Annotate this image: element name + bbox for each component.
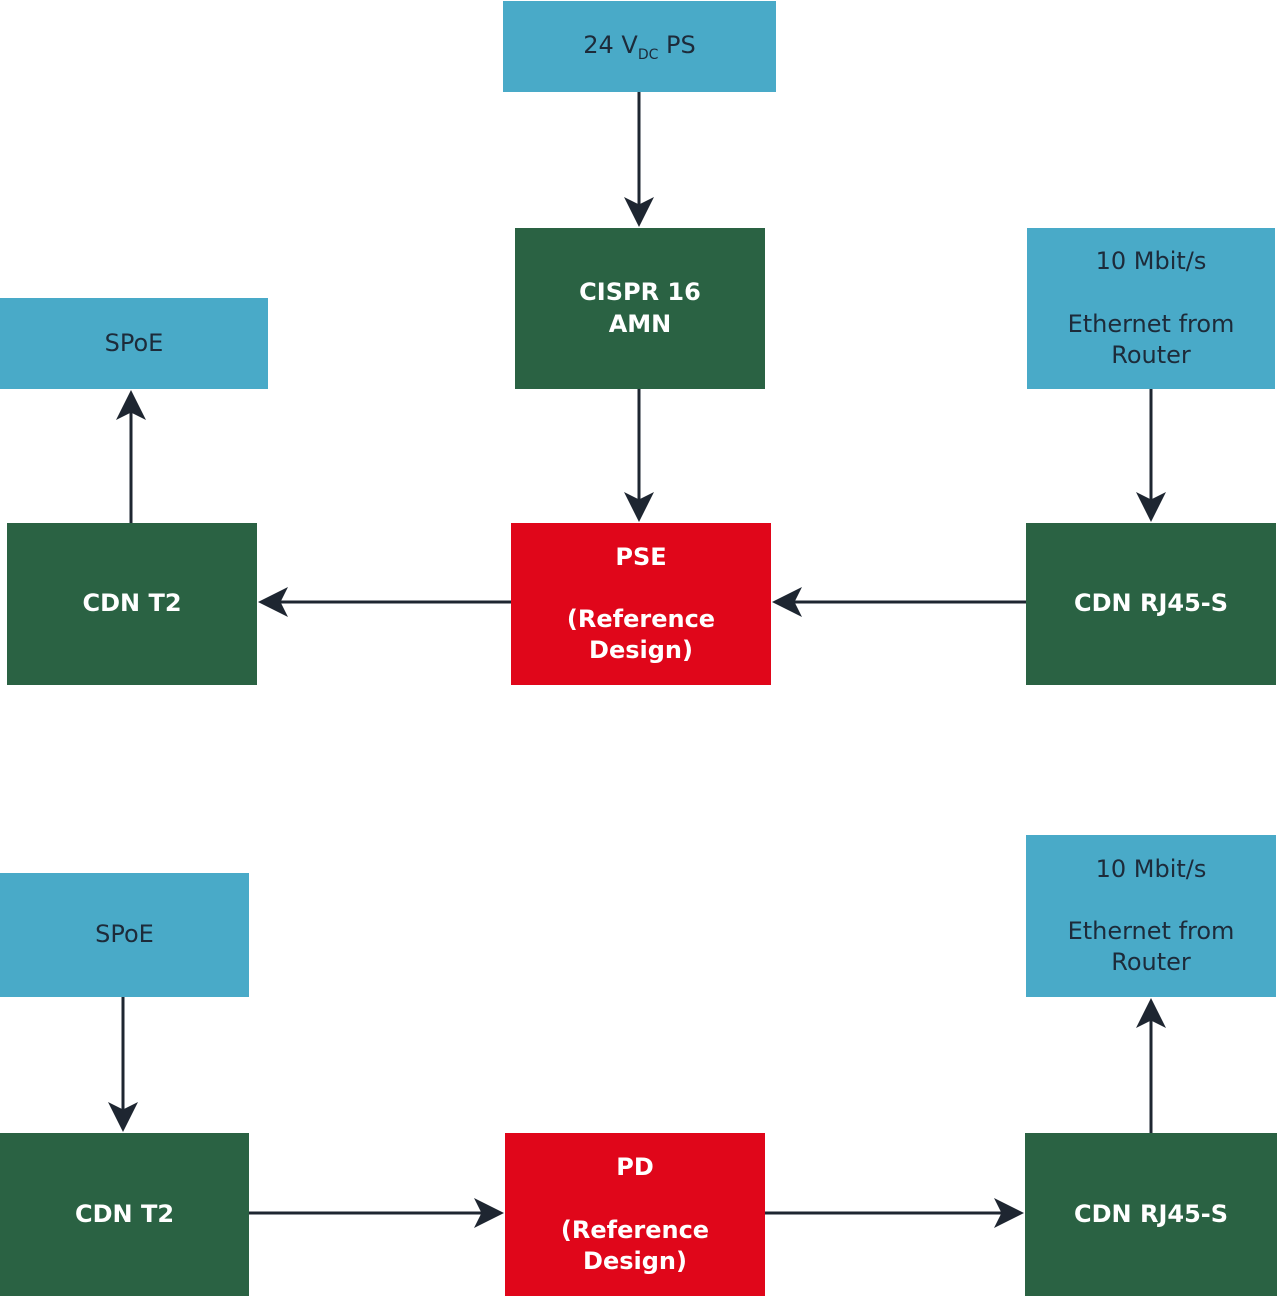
power-supply-label: 24 VDC PS [583,30,696,64]
ethernet-router-label: Router [1111,948,1191,977]
cdn-t2-block: CDN T2 [7,523,257,685]
ethernet-source-label: Ethernet from [1067,309,1235,338]
cdn-rj45-label: CDN RJ45-S [1073,589,1229,618]
power-supply-dc-subscript: DC [637,46,659,63]
ethernet-router-label: Router [1111,340,1191,369]
power-supply-suffix: PS [658,30,696,59]
amn-label-line2: AMN [608,309,672,338]
amn-label-line1: CISPR 16 [579,278,701,307]
spoe-block: SPoE [0,298,268,389]
power-supply-voltage: 24 V [583,30,638,59]
pd-reference-label: (Reference Design) [560,1215,710,1275]
cdn-rj45-label: CDN RJ45-S [1073,1199,1229,1228]
ethernet-router-block: 10 Mbit/s Ethernet from Router [1027,228,1275,389]
power-supply-block: 24 VDC PS [503,1,776,92]
spoe-block: SPoE [0,873,249,997]
amn-block: CISPR 16 AMN [515,228,765,389]
cdn-rj45-block: CDN RJ45-S [1025,1133,1277,1296]
ethernet-speed-label: 10 Mbit/s [1095,247,1207,276]
pse-label: PSE [615,542,667,571]
cdn-t2-block: CDN T2 [0,1133,249,1296]
cdn-rj45-block: CDN RJ45-S [1026,523,1276,685]
ethernet-speed-label: 10 Mbit/s [1095,854,1207,883]
cdn-t2-label: CDN T2 [74,1199,175,1228]
ethernet-router-block: 10 Mbit/s Ethernet from Router [1026,835,1276,997]
spoe-label: SPoE [95,920,154,949]
pd-block: PD (Reference Design) [505,1133,765,1296]
pse-block: PSE (Reference Design) [511,523,771,685]
pd-label: PD [616,1153,654,1182]
ethernet-source-label: Ethernet from [1067,917,1235,945]
cdn-t2-label: CDN T2 [82,589,182,618]
spoe-label: SPoE [104,328,164,357]
pse-reference-label: (Reference Design) [566,605,716,665]
